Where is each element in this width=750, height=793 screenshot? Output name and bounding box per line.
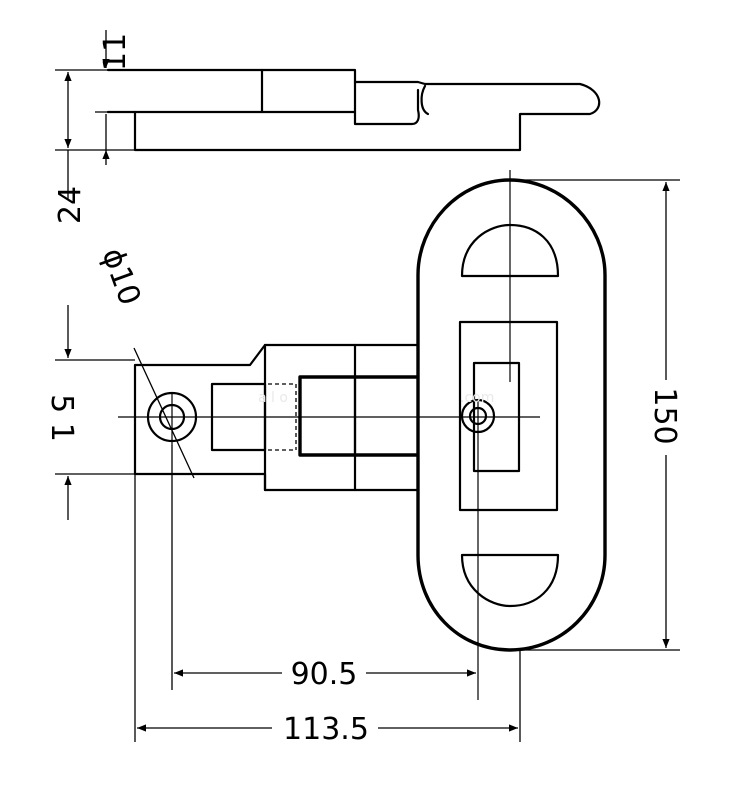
overall-width-dimension: 113.5 — [134, 474, 521, 747]
side-view-leaf-edge — [420, 84, 430, 116]
hole-spacing-dimension: 90.5 — [171, 445, 476, 692]
left-plate-outline — [133, 343, 420, 492]
lower-slot — [460, 553, 560, 608]
watermark-right: .com — [460, 390, 494, 406]
oval-leaf-outline — [416, 178, 607, 652]
dim-label-90-5: 90.5 — [291, 657, 358, 692]
tongue-outline — [298, 375, 418, 457]
side-view-dimensions: 11 24 — [53, 30, 135, 224]
hidden-pin-outline — [212, 383, 297, 451]
plate-height-dimension: 5 1 — [44, 305, 135, 520]
watermark-left: a l o — [258, 390, 288, 406]
dim-label-113-5: 113.5 — [283, 712, 369, 747]
diameter-callout: ϕ10 — [95, 244, 195, 479]
top-view — [118, 170, 607, 700]
diameter-leader-line — [133, 347, 195, 479]
dim-label-24: 24 — [53, 186, 88, 224]
side-view — [106, 68, 601, 152]
side-view-outline — [106, 68, 601, 152]
inner-recess — [458, 320, 559, 512]
dim-label-diameter: ϕ10 — [95, 244, 148, 310]
overall-length-dimension: 150 — [515, 179, 682, 651]
side-view-notch — [353, 80, 420, 126]
dim-label-150: 150 — [647, 387, 682, 444]
dim-label-11: 11 — [98, 33, 133, 71]
dim-label-51: 5 1 — [44, 394, 79, 442]
